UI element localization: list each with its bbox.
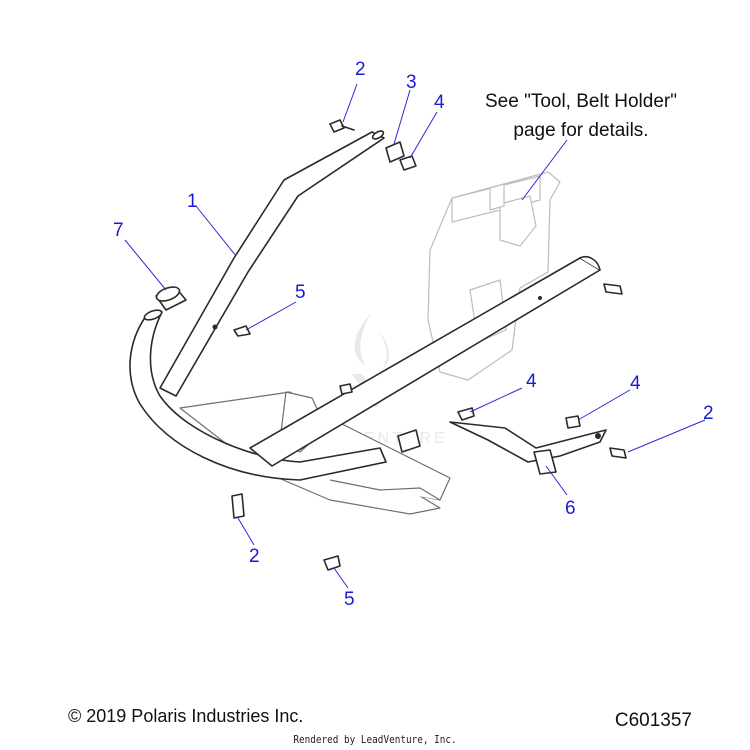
callout-7: 7 — [113, 220, 124, 241]
callout-2-top: 2 — [355, 59, 366, 80]
callout-1: 1 — [187, 191, 198, 212]
callout-2-right: 2 — [703, 403, 714, 424]
callout-4-bracket-right: 4 — [630, 373, 641, 394]
plug-7 — [155, 286, 187, 311]
note-line-2: page for details. — [513, 120, 648, 141]
rendered-by-text: Rendered by LeadVenture, Inc. — [293, 733, 457, 746]
leader-lines — [124, 83, 706, 589]
callout-3: 3 — [406, 72, 417, 93]
bracket-6 — [449, 421, 607, 475]
callout-4-bracket-left: 4 — [526, 371, 537, 392]
callout-4-top: 4 — [434, 92, 445, 113]
bumper-tube — [129, 130, 601, 481]
diagram-code: C601357 — [614, 710, 692, 731]
callout-2-bottom: 2 — [249, 546, 260, 567]
note-line-1: See "Tool, Belt Holder" — [485, 91, 677, 112]
clip-3 — [385, 141, 405, 163]
callout-5-middle: 5 — [295, 282, 306, 303]
callouts: 1 2 3 4 5 7 4 4 2 6 2 5 — [113, 59, 714, 610]
copyright-text: © 2019 Polaris Industries Inc. — [68, 706, 304, 726]
belt-holder-note: See "Tool, Belt Holder" page for details… — [485, 91, 677, 141]
callout-5-bottom: 5 — [344, 589, 355, 610]
callout-6: 6 — [565, 498, 576, 519]
fasteners — [231, 119, 627, 571]
